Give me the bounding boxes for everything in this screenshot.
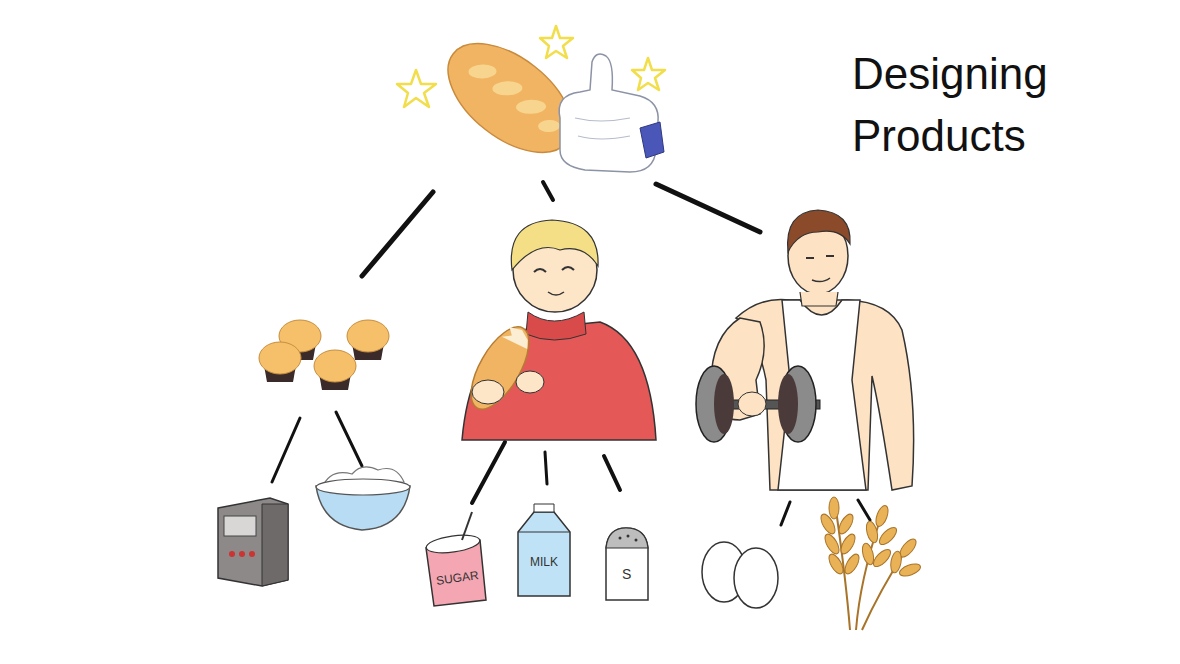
- child-eating-bread: [534, 267, 574, 272]
- muscular-man: [812, 278, 830, 282]
- muffins: [259, 320, 389, 390]
- wheat: [877, 525, 900, 548]
- wheat: [864, 520, 879, 544]
- muffins: [259, 342, 301, 382]
- bread-thumbs-up: [540, 26, 573, 58]
- oven: [218, 498, 288, 586]
- oven: [249, 551, 255, 557]
- child-eating-bread: [526, 312, 586, 340]
- wheat: [829, 497, 839, 519]
- bread-thumbs-up: [538, 120, 560, 133]
- muscular-man: [738, 392, 766, 416]
- wheat: [842, 552, 862, 576]
- branch-lines: [543, 182, 553, 200]
- oven: [224, 516, 256, 536]
- child-eating-bread: [516, 371, 544, 393]
- oven: [239, 551, 245, 557]
- muffins: [347, 320, 389, 352]
- child-eating-bread: [460, 318, 541, 418]
- wheat: [836, 512, 856, 536]
- salt-shaker: [606, 528, 648, 548]
- flour-bowl: [316, 467, 410, 530]
- bread-thumbs-up: [575, 118, 630, 139]
- milk-carton: [518, 512, 570, 596]
- wheat: [818, 497, 922, 630]
- branch-lines: [656, 184, 760, 232]
- muscular-man: [696, 210, 914, 490]
- branch-lines: [362, 192, 433, 276]
- wheat: [838, 532, 858, 556]
- branch-lines: [545, 452, 547, 484]
- child-eating-bread: [502, 323, 534, 351]
- muscular-man: [806, 256, 834, 258]
- child-eating-bread: [548, 292, 564, 295]
- salt-label: S: [622, 567, 631, 581]
- muffins: [347, 320, 389, 360]
- milk-label: MILK: [530, 555, 558, 569]
- salt-shaker: [619, 537, 622, 540]
- salt-shaker: [606, 528, 648, 600]
- child-eating-bread: [460, 318, 541, 418]
- sugar-can: [425, 532, 481, 555]
- wheat: [856, 520, 880, 630]
- muscular-man: [788, 210, 851, 252]
- bread-thumbs-up: [397, 22, 665, 174]
- bread-thumbs-up: [559, 54, 658, 172]
- bread-thumbs-up: [640, 122, 664, 158]
- bread-thumbs-up: [516, 99, 546, 114]
- salt-shaker: [606, 528, 648, 600]
- branch-lines: [336, 412, 362, 466]
- milk-carton: [518, 532, 570, 533]
- wheat: [871, 547, 894, 570]
- salt-shaker: [635, 539, 638, 542]
- title: Designing Products: [852, 43, 1082, 167]
- oven: [229, 551, 235, 557]
- bread-thumbs-up: [397, 26, 665, 107]
- muscular-man: [736, 299, 914, 490]
- muffins: [314, 350, 356, 390]
- wheat: [874, 504, 891, 528]
- wheat: [826, 552, 846, 576]
- eggs: [734, 548, 778, 608]
- bread-thumbs-up: [468, 64, 496, 79]
- muffins: [314, 350, 356, 382]
- sugar-can: [425, 512, 486, 606]
- oven: [262, 504, 288, 586]
- wheat: [822, 532, 842, 556]
- sugar-can: [462, 512, 472, 540]
- muffins: [259, 342, 301, 374]
- wheat: [818, 512, 838, 536]
- muscular-man: [778, 374, 798, 434]
- salt-shaker: [627, 535, 630, 538]
- branch-lines: [272, 418, 300, 482]
- branch-lines: [858, 500, 870, 520]
- muscular-man: [778, 300, 866, 490]
- eggs: [702, 542, 778, 608]
- flour-bowl: [316, 479, 410, 495]
- milk-carton: [518, 504, 570, 596]
- bread-thumbs-up: [397, 70, 436, 107]
- milk-carton: [534, 504, 554, 512]
- wheat: [898, 562, 922, 579]
- bread-thumbs-up: [492, 81, 522, 96]
- branch-lines: [781, 502, 790, 525]
- muscular-man: [800, 292, 838, 306]
- child-eating-bread: [460, 220, 656, 440]
- muscular-man: [714, 374, 734, 434]
- bread-thumbs-up: [632, 58, 665, 90]
- child-eating-bread: [511, 220, 598, 270]
- branch-lines: [604, 456, 620, 490]
- oven: [218, 498, 288, 586]
- child-eating-bread: [472, 380, 504, 404]
- branch-lines: [472, 442, 505, 503]
